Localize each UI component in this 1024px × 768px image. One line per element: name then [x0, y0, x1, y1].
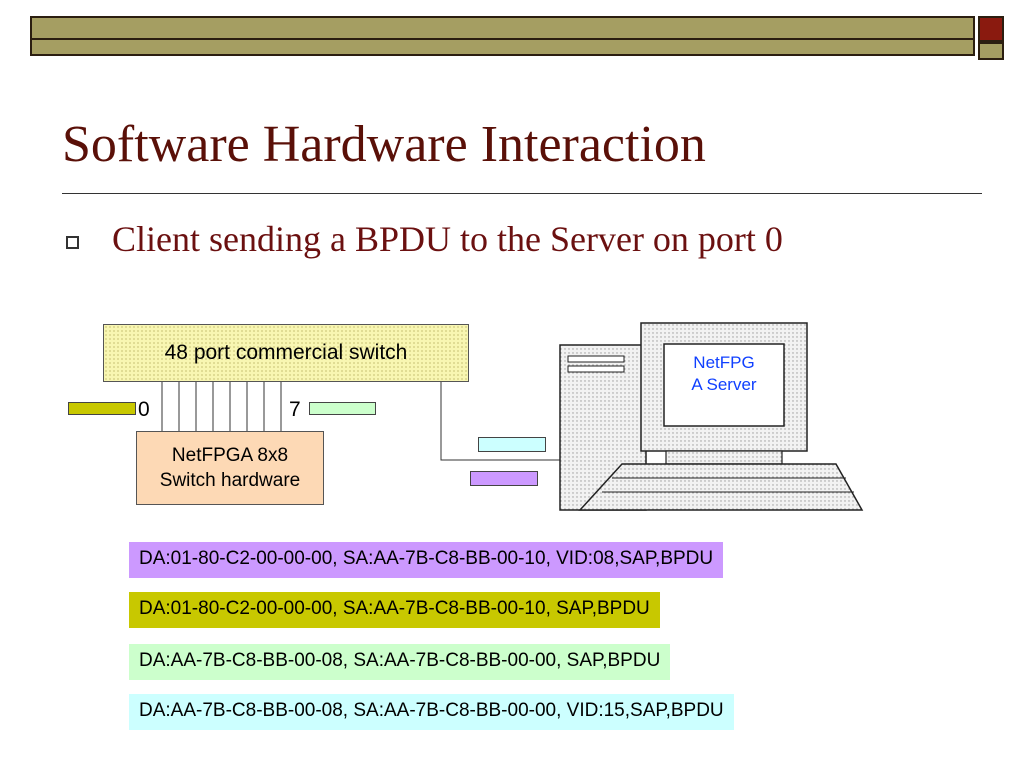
- packet-marker-port7: [309, 402, 376, 415]
- frame-line-4-text: DA:AA-7B-C8-BB-00-08, SA:AA-7B-C8-BB-00-…: [139, 700, 724, 721]
- netfpga-label-line1: NetFPGA 8x8: [171, 445, 289, 466]
- packet-marker-port0: [68, 402, 136, 415]
- server-label-line2: A Server: [691, 375, 757, 394]
- frame-line-1-text: DA:01-80-C2-00-00-00, SA:AA-7B-C8-BB-00-…: [139, 548, 714, 569]
- netfpga-label-line2: Switch hardware: [159, 470, 301, 491]
- frame-line-4: DA:AA-7B-C8-BB-00-08, SA:AA-7B-C8-BB-00-…: [129, 694, 734, 730]
- netfpga-hardware-box: NetFPGA 8x8 Switch hardware: [136, 431, 324, 505]
- packet-marker-uplink-tagged: [470, 471, 538, 486]
- frame-line-1: DA:01-80-C2-00-00-00, SA:AA-7B-C8-BB-00-…: [129, 542, 724, 578]
- title-rule: [62, 193, 982, 194]
- frame-line-2: DA:01-80-C2-00-00-00, SA:AA-7B-C8-BB-00-…: [129, 592, 660, 628]
- server-screen-label: NetFPG A Server: [665, 352, 783, 396]
- server-monitor-icon: [640, 322, 808, 465]
- header-bar: [30, 16, 975, 56]
- packet-marker-uplink-untagged: [478, 437, 546, 452]
- bullet-square-icon: [66, 236, 79, 249]
- header-bar-divider: [30, 38, 975, 40]
- bullet-text: Client sending a BPDU to the Server on p…: [112, 219, 783, 259]
- frame-line-3-text: DA:AA-7B-C8-BB-00-08, SA:AA-7B-C8-BB-00-…: [139, 650, 661, 671]
- commercial-switch: 48 port commercial switch: [103, 324, 469, 382]
- slide-title: Software Hardware Interaction: [62, 116, 706, 173]
- server-cable: [440, 382, 570, 461]
- server-label-line1: NetFPG: [693, 353, 755, 372]
- port-label-right: 7: [289, 398, 301, 421]
- header-accent-square-lower: [978, 42, 1004, 60]
- commercial-switch-label: 48 port commercial switch: [164, 341, 408, 364]
- frame-line-3: DA:AA-7B-C8-BB-00-08, SA:AA-7B-C8-BB-00-…: [129, 644, 671, 680]
- port-label-left: 0: [138, 398, 150, 421]
- header-accent-square: [978, 16, 1004, 42]
- port-cables: [161, 382, 282, 431]
- frame-line-2-text: DA:01-80-C2-00-00-00, SA:AA-7B-C8-BB-00-…: [139, 598, 650, 619]
- keyboard-icon: [578, 463, 864, 511]
